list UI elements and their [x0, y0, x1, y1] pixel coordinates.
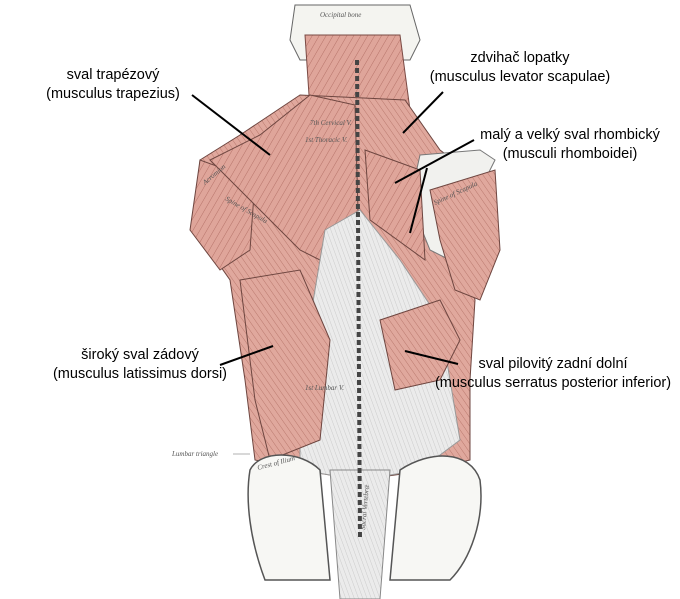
leader-lines — [191, 91, 475, 366]
thoracic-label: 1st Thoracic V. — [305, 136, 347, 144]
latissimus-label: široký sval zádový (musculus latissimus … — [53, 346, 227, 384]
rhomboid-czech: malý a velký sval rhombický — [480, 127, 660, 143]
levator-leader — [402, 91, 444, 134]
serratus-latin: (musculus serratus posterior inferior) — [434, 375, 672, 391]
sacral-label: Sacral Vertebræ — [359, 484, 371, 530]
trapezius-czech: sval trapézový — [66, 67, 160, 83]
latissimus-muscle — [239, 269, 331, 461]
latissimus-latin: (musculus latissimus dorsi) — [52, 366, 228, 382]
serratus-czech: sval pilovitý zadní dolní — [478, 356, 628, 372]
serratus-muscle — [379, 299, 461, 391]
trapezius-leader — [191, 94, 271, 156]
spine — [355, 59, 362, 541]
levator-label: zdvihač lopatky (musculus levator scapul… — [430, 49, 611, 87]
right-shoulder — [429, 169, 501, 301]
levator-czech: zdvihač lopatky — [470, 50, 570, 66]
lumbar-triangle-label: Lumbar triangle — [171, 450, 218, 458]
left-ilium — [247, 454, 331, 581]
rhomboid-leader-a — [394, 139, 475, 184]
serratus-label: sval pilovitý zadní dolní (musculus serr… — [435, 355, 671, 393]
serratus-leader — [404, 350, 459, 365]
occipital-label: Occipital bone — [320, 11, 361, 19]
cervical-label: 7th Cervical V. — [310, 119, 352, 127]
latissimus-czech: široký sval zádový — [81, 347, 199, 363]
right-ilium — [389, 455, 482, 581]
rhomboid-leader-b — [409, 167, 428, 234]
trapezius-label: sval trapézový (musculus trapezius) — [46, 66, 180, 104]
rhomboid-label: malý a velký sval rhombický (musculi rho… — [480, 126, 660, 164]
levator-latin: (musculus levator scapulae) — [429, 69, 611, 85]
trapezius-latin: (musculus trapezius) — [46, 86, 180, 102]
rhomboid-latin: (musculi rhomboidei) — [502, 146, 638, 162]
lumbar-label: 1st Lumbar V. — [305, 384, 344, 392]
latissimus-leader — [219, 345, 274, 366]
